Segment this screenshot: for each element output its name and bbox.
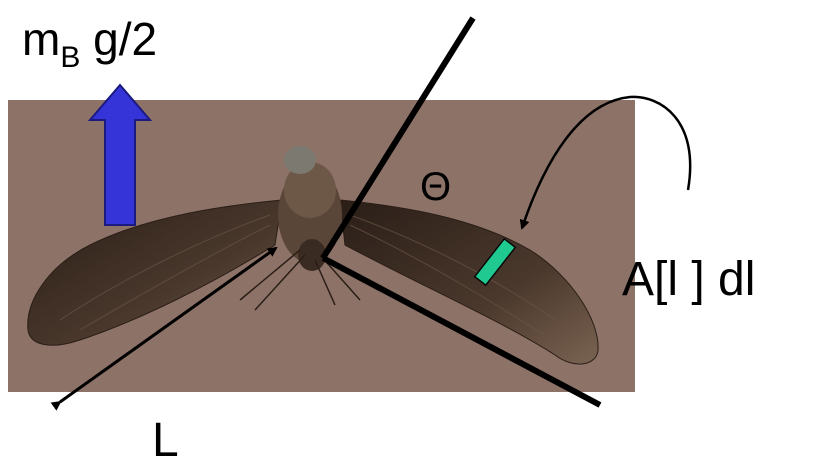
element-label: A[l ] dl	[622, 253, 755, 306]
weight-label: mB g/2	[22, 13, 157, 74]
angle-label: Θ	[420, 165, 451, 209]
length-label: L	[152, 414, 179, 463]
